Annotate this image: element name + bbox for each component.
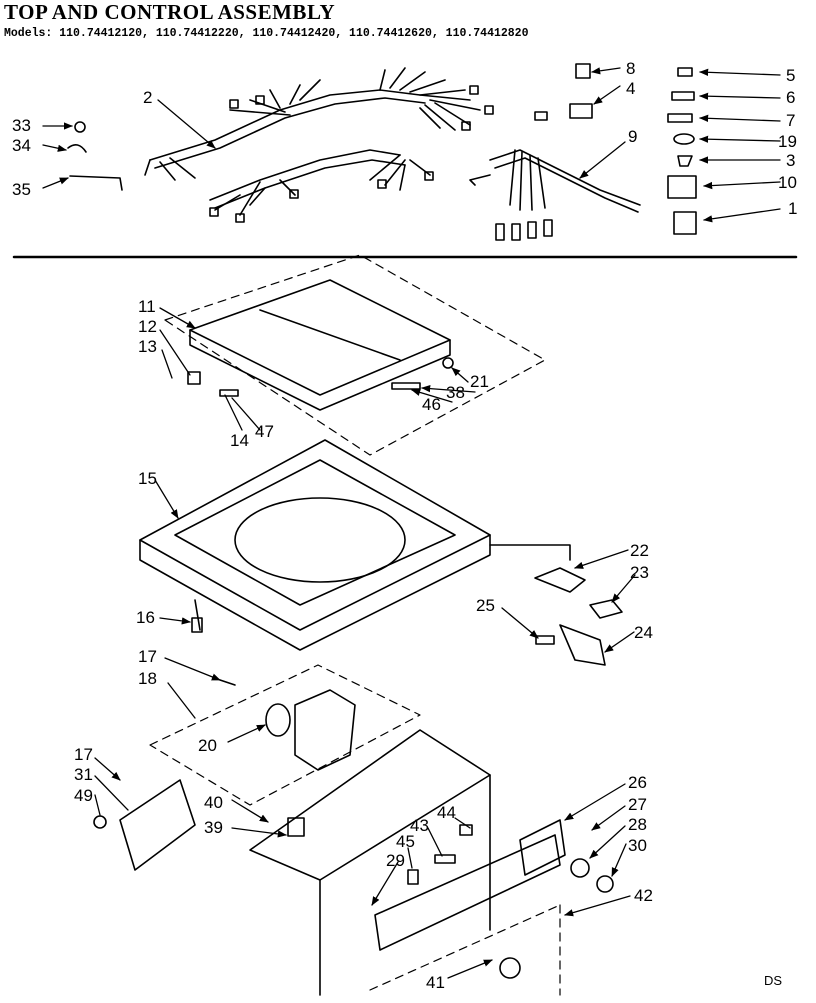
- model-list: Models: 110.74412120, 110.74412220, 110.…: [4, 27, 529, 40]
- callout-5: 5: [786, 66, 795, 85]
- callout-13: 13: [138, 337, 157, 356]
- callout-43: 43: [410, 816, 429, 835]
- callout-27: 27: [628, 795, 647, 814]
- callout-49: 49: [74, 786, 93, 805]
- callout-leaders: [42, 67, 781, 979]
- page-title: TOP AND CONTROL ASSEMBLY: [4, 0, 336, 24]
- callout-38: 38: [446, 383, 465, 402]
- callout-16: 16: [136, 608, 155, 627]
- callout-15: 15: [138, 469, 157, 488]
- callout-10: 10: [778, 173, 797, 192]
- callout-1: 1: [788, 199, 797, 218]
- callout-14: 14: [230, 431, 249, 450]
- callout-33: 33: [12, 116, 31, 135]
- lid-assembly: [164, 254, 546, 456]
- callout-40: 40: [204, 793, 223, 812]
- callout-46: 46: [422, 395, 441, 414]
- callout-24: 24: [634, 623, 653, 642]
- callout-30: 30: [628, 836, 647, 855]
- callout-11: 11: [138, 297, 156, 316]
- callout-26: 26: [628, 773, 647, 792]
- callout-34: 34: [12, 136, 31, 155]
- callout-18: 18: [138, 669, 157, 688]
- callout-20: 20: [198, 736, 217, 755]
- callout-4: 4: [626, 79, 635, 98]
- callout-17-bottom: 17: [74, 745, 93, 764]
- page-code: DS: [764, 973, 783, 988]
- callout-42: 42: [634, 886, 653, 905]
- callout-22: 22: [630, 541, 649, 560]
- callout-47: 47: [255, 422, 274, 441]
- wiring-harness: [144, 67, 494, 223]
- callout-8: 8: [626, 59, 635, 78]
- callout-19: 19: [778, 132, 797, 151]
- callout-41: 41: [426, 973, 445, 992]
- small-harness: [469, 111, 641, 241]
- callout-25: 25: [476, 596, 495, 615]
- control-console: [93, 664, 614, 996]
- small-parts-column: [67, 63, 697, 235]
- callout-31: 31: [74, 765, 93, 784]
- callout-21: 21: [470, 372, 489, 391]
- callout-7: 7: [786, 111, 795, 130]
- callout-3: 3: [786, 151, 795, 170]
- callout-23: 23: [630, 563, 649, 582]
- callout-2: 2: [143, 88, 152, 107]
- top-cover: [139, 439, 571, 651]
- callout-45: 45: [396, 832, 415, 851]
- callout-12: 12: [138, 317, 157, 336]
- callout-28: 28: [628, 815, 647, 834]
- callout-6: 6: [786, 88, 795, 107]
- right-side-parts: [534, 567, 623, 666]
- callout-35: 35: [12, 180, 31, 199]
- callout-9: 9: [628, 127, 637, 146]
- callout-39: 39: [204, 818, 223, 837]
- callout-29: 29: [386, 851, 405, 870]
- callout-labels: 33 34 35 2 8 4 9 5 6 7 19 3 10 1 11 12 1…: [12, 59, 797, 992]
- callout-44: 44: [437, 803, 456, 822]
- callout-17-top: 17: [138, 647, 157, 666]
